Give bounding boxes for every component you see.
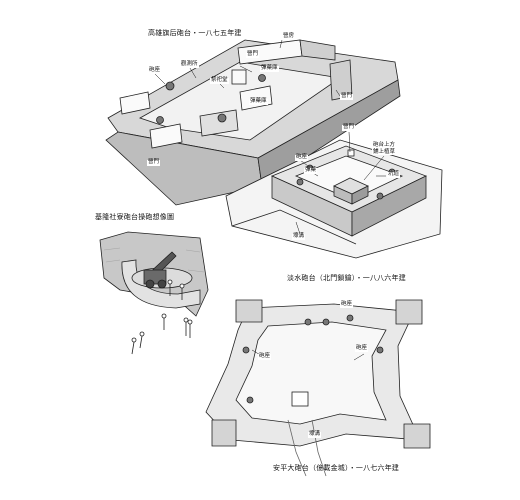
eternal-golden-castle-caption: 安平大砲台（億載金城）・一八七六年建 bbox=[273, 464, 400, 472]
cijin-label-gate-upper: 營門 bbox=[246, 51, 260, 58]
cijin-label-magazine-upper: 彈藥庫 bbox=[260, 65, 279, 72]
tamsui-label-magazine: 彈藥 bbox=[304, 167, 318, 174]
sheliao-fort-caption: 基隆社寮砲台操砲想像圖 bbox=[95, 213, 175, 221]
cijin-label-magazine-lower: 彈藥庫 bbox=[249, 98, 268, 105]
cijin-label-gate-front: 營門 bbox=[147, 159, 161, 166]
golden-castle-label-gun-emplacement-left: 砲座 bbox=[258, 353, 272, 360]
tamsui-label-gate: 營門 bbox=[342, 124, 356, 131]
cijin-label-gate-right: 營門 bbox=[340, 93, 354, 100]
cijin-fort-caption: 高雄旗后砲台・一八七五年建 bbox=[148, 29, 242, 37]
cijin-label-gun-emplacement: 砲座 bbox=[148, 67, 162, 74]
tamsui-fort-caption: 淡水砲台（北門鎖鑰）・一八八六年建 bbox=[287, 274, 406, 282]
tamsui-label-grass-roof-text: 砲台上方 鋪上植草 bbox=[373, 142, 396, 155]
tamsui-label-grass-roof: 砲台上方 鋪上植草 bbox=[372, 142, 397, 156]
cijin-label-shrine: 祭祀堂 bbox=[210, 77, 229, 84]
tamsui-label-tunnel: 坑道 bbox=[387, 171, 401, 178]
tamsui-label-gun-emplacement: 砲座 bbox=[295, 154, 309, 161]
cijin-label-observation-post: 觀測所 bbox=[180, 61, 199, 68]
tamsui-label-moat: 壕溝 bbox=[292, 233, 306, 240]
golden-castle-label-moat: 壕溝 bbox=[308, 431, 322, 438]
golden-castle-label-gun-emplacement-right: 砲座 bbox=[355, 345, 369, 352]
cijin-label-barracks: 營房 bbox=[282, 33, 296, 40]
golden-castle-label-gun-emplacement-top: 砲座 bbox=[340, 301, 354, 308]
